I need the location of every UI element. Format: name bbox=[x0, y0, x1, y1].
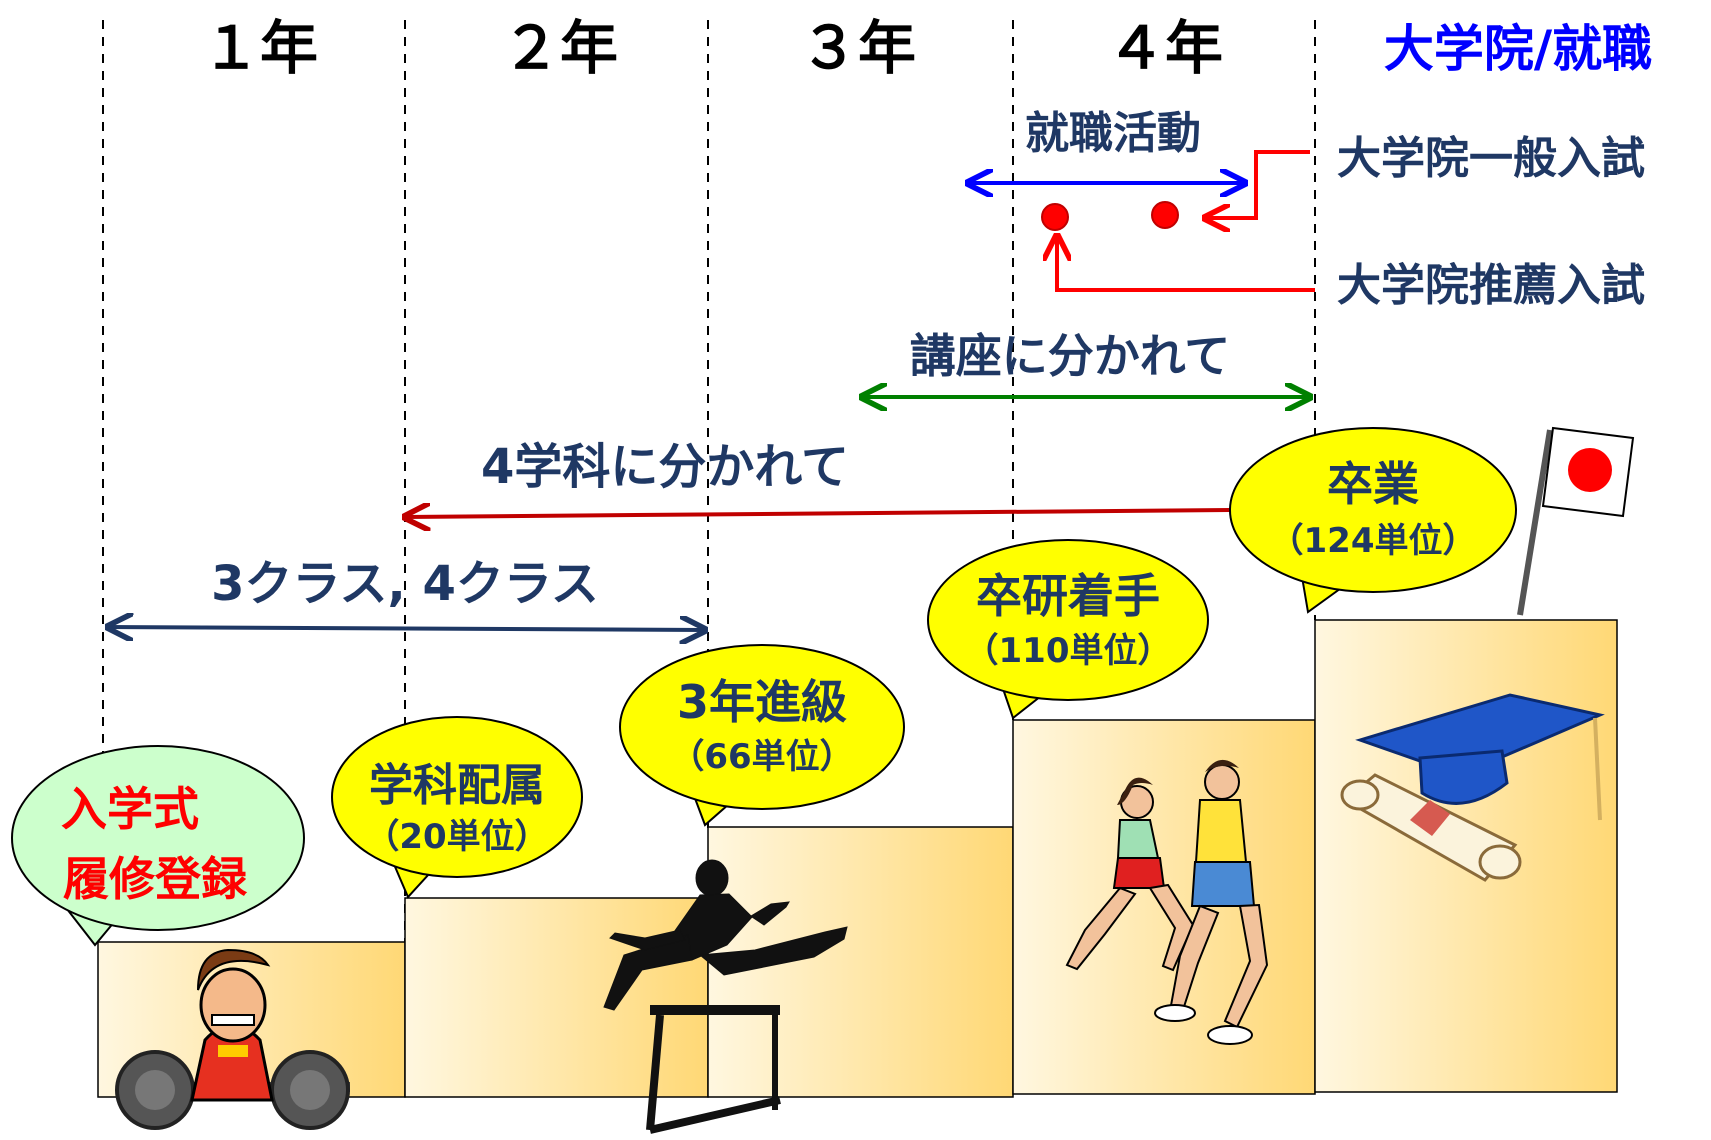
classes-label: 3クラス, 4クラス bbox=[211, 556, 599, 612]
koza-label: 講座に分かれて bbox=[910, 329, 1231, 383]
graduation-bubble: 卒業 （124単位） bbox=[1229, 427, 1517, 614]
after-graduation-label: 大学院/就職 bbox=[1384, 20, 1652, 78]
graduation-credits: （124単位） bbox=[1270, 521, 1477, 561]
dept-assign-title: 学科配属 bbox=[369, 760, 545, 811]
year-2-label: ２年 bbox=[502, 14, 618, 82]
general-exam-dot bbox=[1151, 201, 1179, 229]
entrance-line1: 入学式 bbox=[61, 782, 199, 836]
entrance-line2: 履修登録 bbox=[63, 852, 248, 906]
grad-recommended-exam-label: 大学院推薦入試 bbox=[1337, 260, 1645, 311]
promotion-title: 3年進級 bbox=[677, 675, 847, 729]
step-year-2 bbox=[404, 897, 709, 1098]
thesis-start-credits: （110単位） bbox=[965, 631, 1172, 671]
dept-assign-bubble: 学科配属 （20単位） bbox=[331, 716, 583, 899]
recommended-exam-dot bbox=[1041, 203, 1069, 231]
promotion-credits: （66単位） bbox=[670, 737, 853, 777]
departments-arrow bbox=[405, 510, 1231, 517]
grad-general-exam-label: 大学院一般入試 bbox=[1337, 133, 1645, 184]
promotion-bubble: 3年進級 （66単位） bbox=[619, 644, 905, 827]
entrance-bubble: 入学式 履修登録 bbox=[11, 745, 305, 947]
classes-arrow bbox=[108, 627, 705, 630]
graduation-title: 卒業 bbox=[1327, 457, 1419, 511]
japan-flag-icon bbox=[1517, 426, 1635, 616]
job-hunting-label: 就職活動 bbox=[1025, 108, 1201, 159]
weightlifter-icon bbox=[115, 948, 350, 1130]
year-3-label: ３年 bbox=[800, 14, 916, 82]
general-exam-arrow bbox=[1205, 150, 1310, 218]
recommended-exam-arrow bbox=[1057, 236, 1315, 292]
year-4-label: ４年 bbox=[1107, 14, 1223, 82]
graduation-cap-icon bbox=[1340, 693, 1605, 882]
thesis-start-bubble: 卒研着手 （110単位） bbox=[927, 539, 1209, 720]
thesis-start-title: 卒研着手 bbox=[976, 569, 1160, 623]
runners-icon bbox=[1065, 759, 1269, 1045]
departments-label: 4学科に分かれて bbox=[481, 439, 849, 495]
dept-assign-credits: （20単位） bbox=[365, 817, 548, 857]
year-1-label: １年 bbox=[202, 14, 318, 82]
year-headers: １年 ２年 ３年 ４年 大学院/就職 bbox=[202, 14, 1652, 82]
hurdler-icon bbox=[603, 859, 848, 1134]
